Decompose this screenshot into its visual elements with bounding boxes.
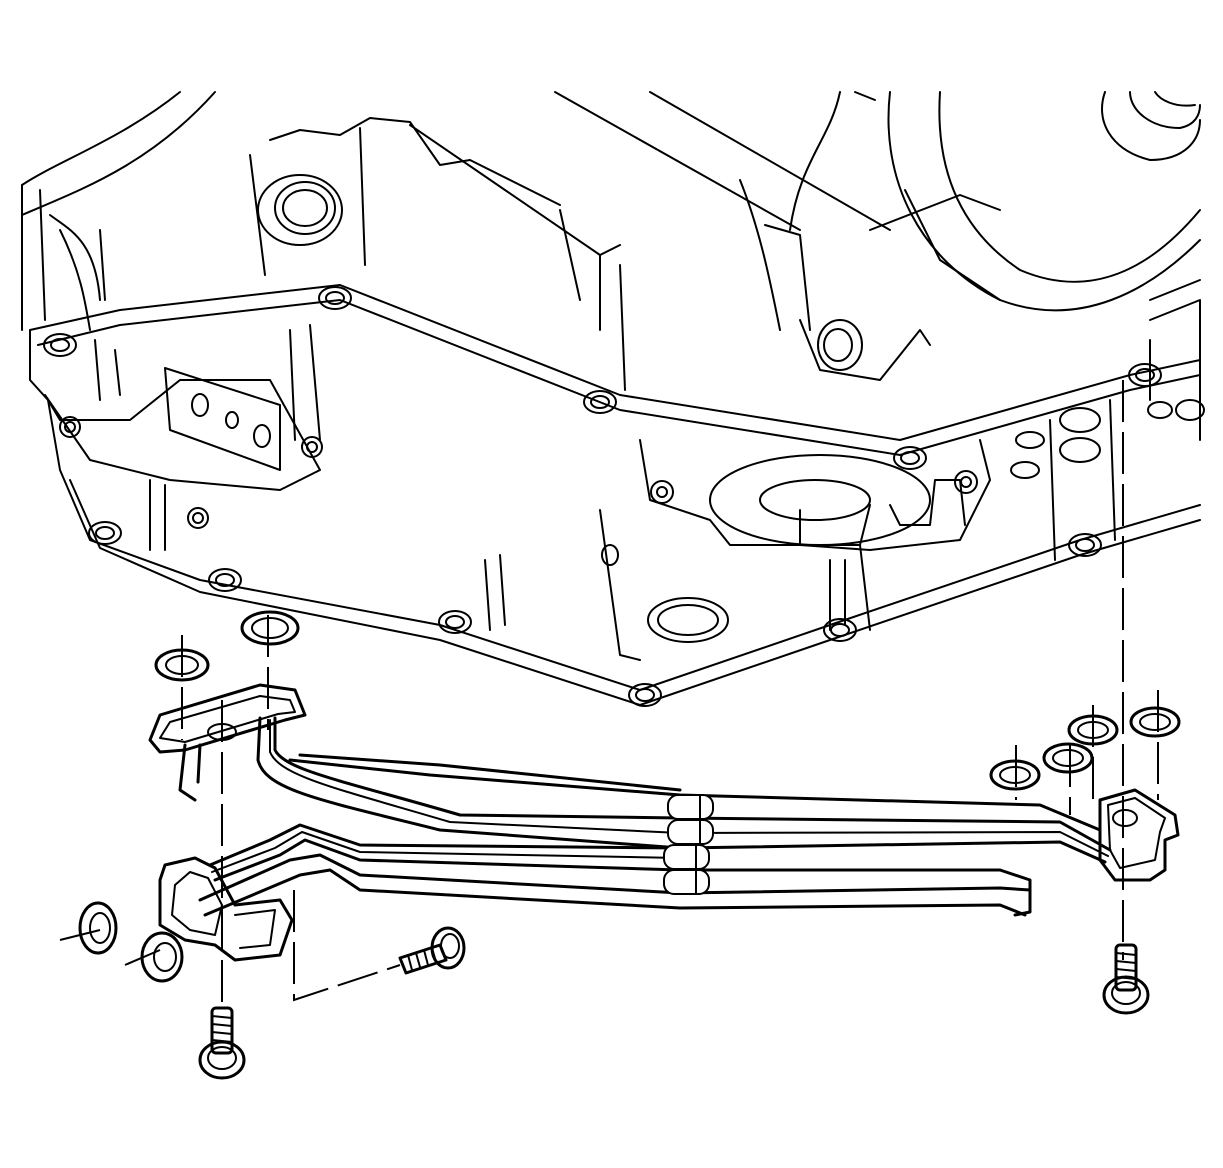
o-ring-seal-icon: [1042, 742, 1094, 774]
pipe-bracket-left-lower: [158, 856, 294, 962]
pipe-sleeves: [663, 794, 714, 895]
pipe-bracket-right: [998, 788, 1180, 917]
hex-flange-bolt-icon: [398, 926, 466, 975]
o-ring-seal-icon: [1067, 714, 1119, 746]
o-ring-seal-icon: [78, 901, 118, 955]
o-ring-seal-icon: [1129, 706, 1181, 738]
seal-rings: [78, 610, 1181, 983]
o-ring-seal-icon: [140, 931, 184, 983]
cooler-pipe-assembly: [148, 683, 1180, 962]
transaxle-case: [21, 91, 1205, 561]
assembly-center-lines: [59, 380, 1159, 1010]
mounting-bolts: [198, 926, 1150, 1080]
oil-pan-flange: [29, 284, 1201, 707]
hex-flange-bolt-icon: [198, 1006, 246, 1080]
pipe-bracket-left-upper: [148, 683, 307, 754]
flange-bolt-holes: [43, 286, 1162, 707]
o-ring-seal-icon: [989, 759, 1041, 791]
o-ring-seal-icon: [240, 610, 300, 646]
hex-flange-bolt-icon: [1102, 943, 1150, 1015]
o-ring-seal-icon: [154, 648, 210, 682]
